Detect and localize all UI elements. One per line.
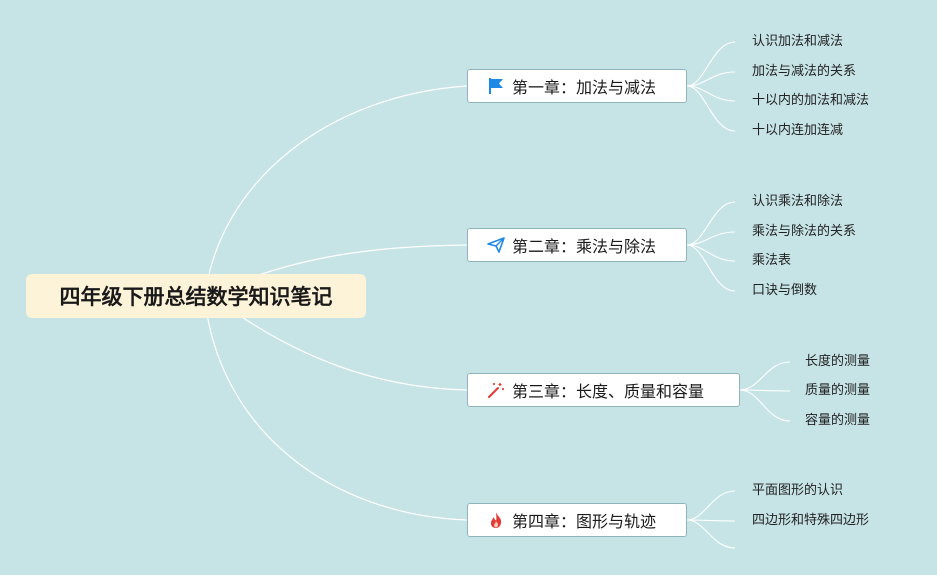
chapter-4-topic-2[interactable]: 四边形和特殊四边形	[752, 513, 870, 528]
magic-wand-icon	[486, 380, 506, 400]
chapter-2-label: 第二章：乘法与除法	[512, 237, 657, 256]
chapter-3-topic-3[interactable]: 容量的测量	[805, 413, 871, 428]
root-topic[interactable]: 四年级下册总结数学知识笔记	[26, 274, 366, 318]
connector-root-chapter-1	[204, 85, 468, 297]
chapter-2-topic-1[interactable]: 认识乘法和除法	[752, 194, 844, 209]
connector-root-chapter-3	[219, 301, 468, 391]
chapter-1-topic-1[interactable]: 认识加法和减法	[752, 34, 844, 49]
chapter-4-label: 第四章：图形与轨迹	[512, 512, 657, 531]
connector-ch4-topic-1	[686, 490, 736, 521]
fire-icon	[486, 510, 506, 530]
connector-root-chapter-4	[204, 299, 468, 521]
connector-ch1-topic-1	[686, 41, 736, 87]
chapter-3-label: 第三章：长度、质量和容量	[512, 382, 705, 401]
chapter-1-node[interactable]: 第一章：加法与减法	[467, 69, 687, 103]
root-title: 四年级下册总结数学知识笔记	[59, 285, 333, 309]
connector-ch3-topic-1	[739, 361, 791, 391]
chapter-3-node[interactable]: 第三章：长度、质量和容量	[467, 373, 740, 407]
chapter-4-node[interactable]: 第四章：图形与轨迹	[467, 503, 687, 537]
chapter-4-topic-1[interactable]: 平面图形的认识	[752, 483, 844, 498]
connector-ch4-topic-2	[686, 519, 736, 522]
chapter-2-topic-2[interactable]: 乘法与除法的关系	[752, 224, 857, 239]
connector-ch3-topic-3	[739, 389, 791, 422]
chapter-1-topic-3[interactable]: 十以内的加法和减法	[752, 93, 870, 108]
chapter-2-topic-3[interactable]: 乘法表	[752, 253, 792, 268]
connector-ch1-topic-4	[686, 85, 736, 132]
connector-ch2-topic-1	[686, 201, 736, 246]
connector-ch2-topic-4	[686, 244, 736, 292]
chapter-3-topic-1[interactable]: 长度的测量	[805, 354, 871, 369]
chapter-1-topic-4[interactable]: 十以内连加连减	[752, 123, 844, 138]
chapter-3-topic-2[interactable]: 质量的测量	[805, 383, 871, 398]
connector-ch2-topic-2	[686, 231, 736, 246]
chapter-2-node[interactable]: 第二章：乘法与除法	[467, 228, 687, 262]
chapter-1-label: 第一章：加法与减法	[512, 78, 657, 97]
flag-icon	[486, 76, 506, 96]
paper-plane-icon	[486, 235, 506, 255]
connector-ch3-topic-2	[739, 389, 791, 392]
connector-ch4-topic-3	[686, 519, 736, 549]
chapter-2-topic-4[interactable]: 口诀与倒数	[752, 283, 818, 298]
chapter-1-topic-2[interactable]: 加法与减法的关系	[752, 64, 857, 79]
connector-ch1-topic-2	[686, 71, 736, 87]
